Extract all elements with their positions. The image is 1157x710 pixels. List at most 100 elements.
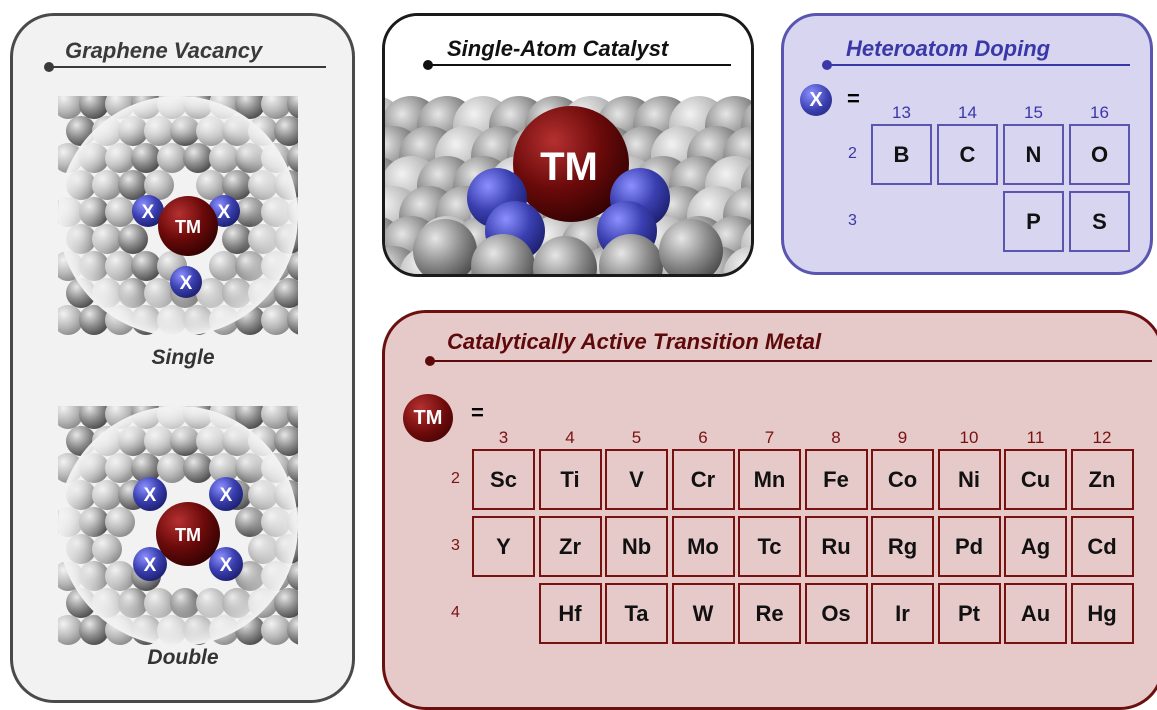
period-label-3: 3 <box>848 211 857 229</box>
element-cell-s: S <box>1069 191 1130 252</box>
title-rule <box>827 64 1130 66</box>
carbon-atom <box>58 615 83 645</box>
dopant-label: X <box>144 555 157 576</box>
dopant-x-atom <box>170 266 202 298</box>
element-cell-cr: Cr <box>671 449 735 510</box>
element-cell-co: Co <box>871 449 934 510</box>
element-cell-rg: Rg <box>871 516 934 577</box>
element-cell-cd: Cd <box>1070 516 1134 577</box>
period-label-2: 2 <box>451 469 460 487</box>
tm-atom-label: TM <box>540 145 598 189</box>
carbon-atom <box>261 615 291 645</box>
carbon-atom <box>235 96 265 119</box>
group-label-5: 5 <box>631 428 642 447</box>
period-label-3: 3 <box>451 536 460 554</box>
carbon-atom <box>274 116 298 146</box>
element-cell-y: Y <box>472 516 535 577</box>
group-label-7: 7 <box>764 428 775 447</box>
carbon-atom <box>79 615 109 645</box>
transition-metal-title: Catalytically Active Transition Metal <box>447 329 822 354</box>
group-label-11: 11 <box>1026 428 1045 447</box>
title-rule <box>49 66 326 68</box>
element-cell-zr: Zr <box>538 516 602 577</box>
carbon-atom <box>287 305 298 335</box>
period-label-4: 4 <box>451 603 460 621</box>
tm-atom-label: TM <box>175 525 201 545</box>
carbon-atom <box>287 143 298 173</box>
title-bar <box>385 16 751 72</box>
carbon-atom <box>287 615 298 645</box>
element-cell-os: Os <box>804 583 868 644</box>
group-label-3: 3 <box>498 428 509 447</box>
dopant-label: X <box>142 202 155 223</box>
group-label-14: 14 <box>958 103 977 122</box>
group-label-4: 4 <box>565 428 575 447</box>
carbon-atom <box>79 96 109 119</box>
carbon-atom <box>287 96 298 119</box>
element-cell-au: Au <box>1004 583 1067 644</box>
element-cell-cu: Cu <box>1004 449 1067 510</box>
carbon-atom <box>471 234 535 274</box>
group-label-15: 15 <box>1024 103 1043 122</box>
catalyst-surface-render: TM <box>385 96 751 274</box>
group-label-10: 10 <box>959 428 979 447</box>
element-cell-v: V <box>605 449 668 510</box>
group-label-9: 9 <box>897 428 908 447</box>
carbon-atom <box>235 406 265 429</box>
dopant-x-atom <box>209 547 243 581</box>
carbon-atom <box>274 278 298 308</box>
element-cell-ti: Ti <box>538 449 602 510</box>
equals-sign: = <box>471 400 484 425</box>
carbon-atom <box>287 453 298 483</box>
group-label-6: 6 <box>698 428 708 447</box>
single-atom-catalyst-title: Single-Atom Catalyst <box>447 36 669 61</box>
dopant-label: X <box>144 485 157 506</box>
group-label-16: 16 <box>1090 103 1109 122</box>
dopant-x-badge: X <box>800 84 832 116</box>
carbon-atom <box>261 406 291 429</box>
carbon-atom <box>79 406 109 429</box>
transition-metal-panel: Catalytically Active Transition Metal TM… <box>382 310 1157 710</box>
single-atom-catalyst-panel: TM Single-Atom Catalyst <box>382 13 754 277</box>
carbon-atom <box>79 305 109 335</box>
element-cell-re: Re <box>738 583 801 644</box>
carbon-atom <box>274 426 298 456</box>
dopant-label: X <box>220 555 233 576</box>
element-cell-ru: Ru <box>804 516 868 577</box>
element-cell-ir: Ir <box>871 583 934 644</box>
element-cell-fe: Fe <box>804 449 868 510</box>
tm-badge: TM <box>403 394 453 442</box>
group-label-8: 8 <box>831 428 841 447</box>
carbon-atom <box>413 219 477 274</box>
group-label-13: 13 <box>892 103 911 122</box>
element-cell-b: B <box>871 124 932 185</box>
graphene-vacancy-title: Graphene Vacancy <box>65 38 263 63</box>
dopant-x-atom <box>133 547 167 581</box>
tm-atom-label: TM <box>175 217 201 237</box>
double-vacancy-label: Double <box>147 646 219 669</box>
carbon-atom <box>261 96 291 119</box>
element-cell-pt: Pt <box>937 583 1001 644</box>
carbon-atom <box>723 246 751 274</box>
carbon-atom <box>274 588 298 618</box>
carbon-atom <box>599 234 663 274</box>
single-vacancy-label: Single <box>151 346 215 369</box>
tm-atom <box>158 196 218 256</box>
carbon-atom <box>287 406 298 429</box>
heteroatom-doping-title: Heteroatom Doping <box>846 36 1051 61</box>
element-cell-c: C <box>937 124 998 185</box>
element-cell-ag: Ag <box>1004 516 1067 577</box>
element-cell-p: P <box>1003 191 1064 252</box>
group-label-12: 12 <box>1092 428 1112 447</box>
element-cell-sc: Sc <box>472 449 535 510</box>
element-cell-w: W <box>671 583 735 644</box>
element-cell-zn: Zn <box>1070 449 1134 510</box>
carbon-atom <box>261 305 291 335</box>
element-cell-mo: Mo <box>671 516 735 577</box>
element-cell-tc: Tc <box>738 516 801 577</box>
dopant-label: X <box>180 273 193 294</box>
